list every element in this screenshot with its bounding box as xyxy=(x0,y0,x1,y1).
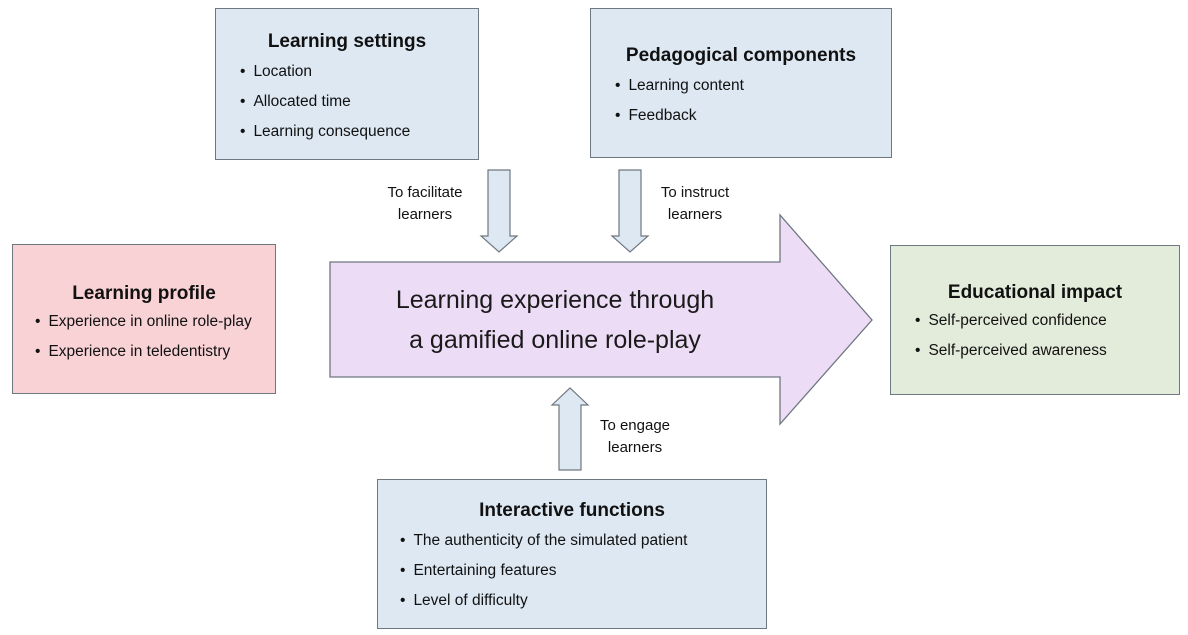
learning-settings-title: Learning settings xyxy=(267,31,427,52)
learning-profile-title: Learning profile xyxy=(72,283,216,304)
up-arrow-engage xyxy=(550,387,590,471)
down-arrow-facilitate xyxy=(479,169,519,253)
learning-settings-box: Learning settings Location Allocated tim… xyxy=(215,8,479,160)
central-line-1: Learning experience through xyxy=(395,286,715,314)
list-item: Experience in teledentistry xyxy=(35,337,275,367)
list-item: Entertaining features xyxy=(400,556,766,586)
interactive-functions-box: Interactive functions The authenticity o… xyxy=(377,479,767,629)
instruct-label-line1: To instruct xyxy=(660,184,730,201)
instruct-label-line2: learners xyxy=(667,206,723,223)
list-item: Location xyxy=(240,57,478,87)
facilitate-label-line1: To facilitate xyxy=(387,184,463,201)
list-item: The authenticity of the simulated patien… xyxy=(400,526,766,556)
central-arrow xyxy=(329,213,873,426)
facilitate-label-line2: learners xyxy=(397,206,453,223)
list-item: Self-perceived awareness xyxy=(915,336,1179,366)
facilitate-label: To facilitate learners xyxy=(370,182,480,226)
central-arrow-text: Learning experience through a gamified o… xyxy=(340,280,770,360)
list-item: Level of difficulty xyxy=(400,586,766,616)
engage-label-line2: learners xyxy=(607,439,663,456)
list-item: Allocated time xyxy=(240,87,478,117)
down-arrow-instruct xyxy=(610,169,650,253)
list-item: Experience in online role-play xyxy=(35,307,275,337)
pedagogical-components-box: Pedagogical components Learning content … xyxy=(590,8,892,158)
learning-profile-box: Learning profile Experience in online ro… xyxy=(12,244,276,394)
central-line-2: a gamified online role-play xyxy=(409,326,701,354)
list-item: Learning consequence xyxy=(240,117,478,147)
engage-label: To engage learners xyxy=(590,415,680,459)
list-item: Feedback xyxy=(615,101,891,131)
engage-label-line1: To engage xyxy=(599,417,671,434)
educational-impact-title: Educational impact xyxy=(947,282,1123,303)
pedagogical-components-title: Pedagogical components xyxy=(625,45,857,66)
interactive-functions-title: Interactive functions xyxy=(479,500,665,521)
list-item: Self-perceived confidence xyxy=(915,306,1179,336)
list-item: Learning content xyxy=(615,71,891,101)
educational-impact-box: Educational impact Self-perceived confid… xyxy=(890,245,1180,395)
instruct-label: To instruct learners xyxy=(645,182,745,226)
